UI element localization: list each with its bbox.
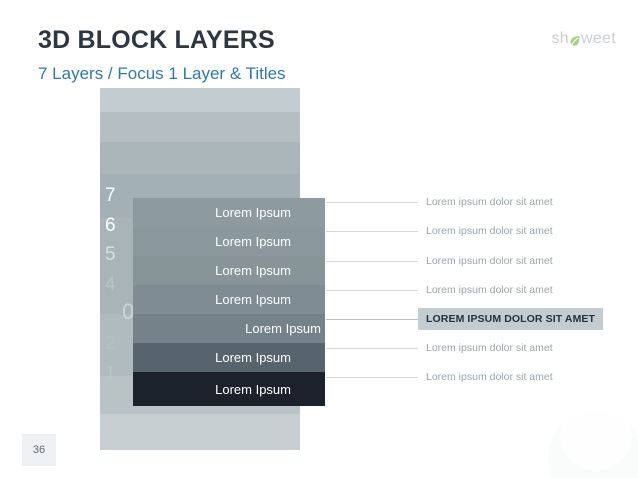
layer-number: 2: [105, 333, 116, 354]
layer-block[interactable]: Lorem Ipsum: [133, 343, 325, 372]
callout-leader-line: [326, 260, 418, 262]
leaf-icon: [569, 34, 581, 46]
callout-item[interactable]: Lorem ipsum dolor sit amet: [326, 338, 553, 358]
page-number-badge: 36: [22, 434, 56, 466]
page-subtitle: 7 Layers / Focus 1 Layer & Titles: [38, 64, 286, 83]
background-band-segment: [100, 112, 300, 142]
layer-number: 5: [105, 244, 116, 265]
layer-block-label: Lorem Ipsum: [215, 263, 291, 278]
layer-number: 4: [105, 274, 116, 295]
callout-label: Lorem ipsum dolor sit amet: [426, 371, 553, 383]
callout-item[interactable]: Lorem ipsum dolor sit amet: [326, 367, 553, 387]
layer-block-label: Lorem Ipsum: [215, 381, 291, 397]
callout-leader-line: [326, 201, 418, 203]
callout-label: Lorem ipsum dolor sit amet: [426, 342, 553, 354]
brand-text-prefix: sh: [551, 30, 569, 47]
layer-number: 7: [105, 185, 116, 206]
layer-number: 6: [105, 215, 116, 236]
background-band-segment: [100, 414, 300, 450]
layer-block[interactable]: Lorem Ipsum: [133, 198, 325, 227]
layer-block-label: Lorem Ipsum: [245, 321, 321, 336]
layer-block-label: Lorem Ipsum: [215, 350, 291, 365]
layer-block[interactable]: Lorem Ipsum: [133, 256, 325, 285]
brand-logo: sh weet: [552, 30, 617, 48]
callout-leader-line: [326, 230, 418, 232]
callout-item[interactable]: Lorem ipsum dolor sit amet: [326, 251, 553, 271]
layer-block[interactable]: Lorem Ipsum: [133, 227, 325, 256]
callout-label: Lorem ipsum dolor sit amet: [426, 255, 553, 267]
layer-block-label: Lorem Ipsum: [215, 234, 291, 249]
callout-leader-line: [326, 289, 418, 291]
layer-number: 1: [105, 363, 116, 384]
callout-item-highlighted[interactable]: LOREM IPSUM DOLOR SIT AMET: [326, 308, 604, 330]
page-title: 3D BLOCK LAYERS: [38, 26, 275, 54]
layer-block-label: Lorem Ipsum: [215, 205, 291, 220]
callout-leader-line: [326, 376, 418, 378]
callout-label: Lorem ipsum dolor sit amet: [426, 196, 553, 208]
callout-item[interactable]: Lorem ipsum dolor sit amet: [326, 280, 553, 300]
callout-label: Lorem ipsum dolor sit amet: [426, 284, 553, 296]
callout-label: LOREM IPSUM DOLOR SIT AMET: [418, 308, 604, 330]
callout-leader-line: [326, 347, 418, 349]
layer-block[interactable]: Lorem Ipsum: [133, 285, 325, 314]
watermark-circle-icon: [548, 406, 638, 478]
callout-item[interactable]: Lorem ipsum dolor sit amet: [326, 221, 553, 241]
background-band-segment: [100, 88, 300, 112]
brand-text-suffix: weet: [581, 30, 616, 47]
background-band-segment: [100, 142, 300, 174]
layer-block[interactable]: Lorem Ipsum: [133, 314, 325, 343]
layer-block[interactable]: Lorem Ipsum: [133, 372, 325, 406]
callout-item[interactable]: Lorem ipsum dolor sit amet: [326, 192, 553, 212]
layer-block-label: Lorem Ipsum: [215, 292, 291, 307]
callout-label: Lorem ipsum dolor sit amet: [426, 225, 553, 237]
callout-leader-line: [326, 318, 418, 320]
